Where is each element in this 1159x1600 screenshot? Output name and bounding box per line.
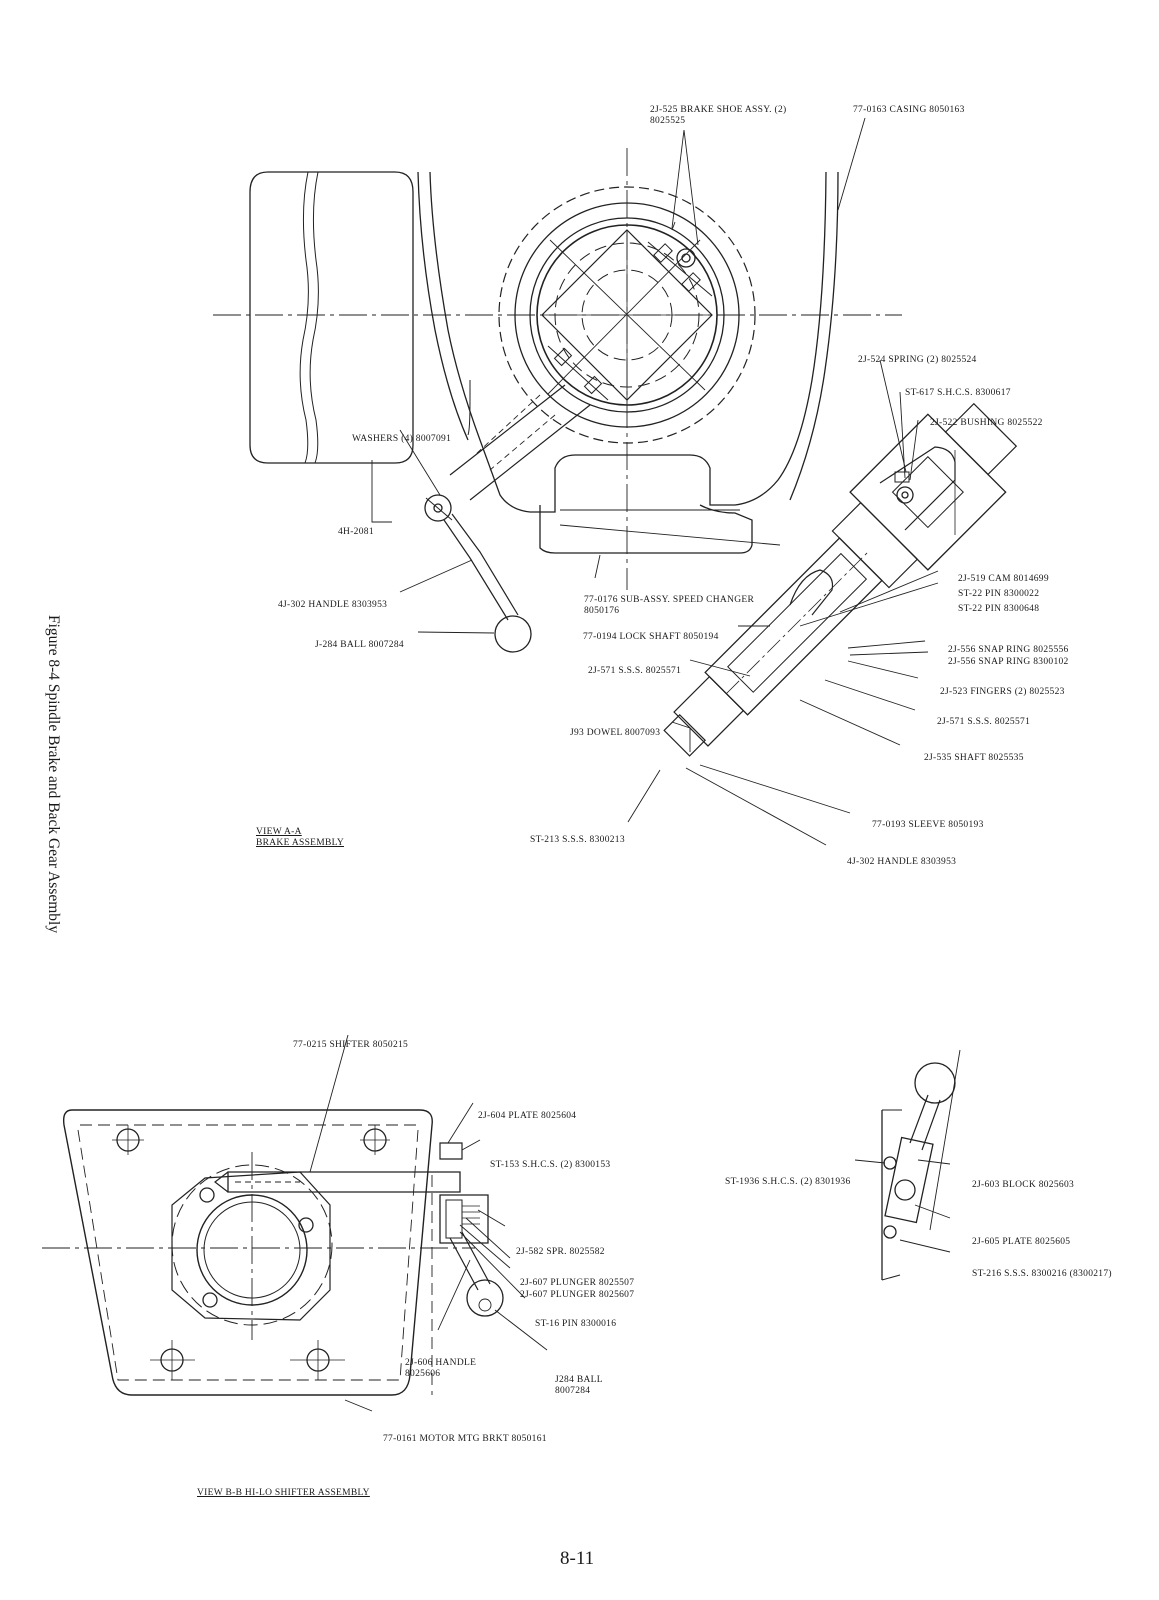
label-sleeve: 77-0193 SLEEVE 8050193 xyxy=(872,820,984,830)
label-st1936: ST-1936 S.H.C.S. (2) 8301936 xyxy=(725,1177,851,1187)
handle-pivot xyxy=(425,495,451,521)
label-sss-left: 2J-571 S.S.S. 8025571 xyxy=(588,666,682,676)
label-handle-606-number: 8025606 xyxy=(405,1369,441,1379)
speed-changer-sub-assy xyxy=(540,505,752,553)
label-ball-j284-number: 8007284 xyxy=(555,1386,591,1396)
label-block-603: 2J-603 BLOCK 8025603 xyxy=(972,1180,1075,1190)
side-block xyxy=(885,1138,933,1223)
label-lock-shaft: 77-0194 LOCK SHAFT 8050194 xyxy=(583,632,719,642)
label-spring: 2J-524 SPRING (2) 8025524 xyxy=(858,355,977,365)
label-4h-2081: 4H-2081 xyxy=(338,527,374,537)
view-a-brake-drawing xyxy=(213,148,1034,782)
motor-mounting-bracket xyxy=(64,1110,433,1395)
label-plate-605: 2J-605 PLATE 8025605 xyxy=(972,1237,1071,1247)
figure-caption: Figure 8-4 Spindle Brake and Back Gear A… xyxy=(45,615,62,934)
plate-604 xyxy=(440,1143,462,1159)
view-b-title: VIEW B-B HI-LO SHIFTER ASSEMBLY xyxy=(197,1488,370,1498)
label-sub-assy-number: 8050176 xyxy=(584,606,620,616)
label-fingers: 2J-523 FINGERS (2) 8025523 xyxy=(940,687,1065,697)
break-line xyxy=(300,172,308,463)
label-motor-brkt: 77-0161 MOTOR MTG BRKT 8050161 xyxy=(383,1434,547,1444)
label-handle-bottom: 4J-302 HANDLE 8303953 xyxy=(847,857,957,867)
handle-ball xyxy=(495,616,531,652)
page-number: 8-11 xyxy=(560,1548,595,1569)
label-snap-ring-2: 2J-556 SNAP RING 8300102 xyxy=(948,657,1069,667)
label-sss-right: 2J-571 S.S.S. 8025571 xyxy=(937,717,1031,727)
brake-shaft-assembly xyxy=(638,386,1034,782)
label-snap-ring-1: 2J-556 SNAP RING 8025556 xyxy=(948,645,1069,655)
label-handle-left: 4J-302 HANDLE 8303953 xyxy=(278,600,388,610)
label-shifter: 77-0215 SHIFTER 8050215 xyxy=(293,1040,409,1050)
label-st216: ST-216 S.S.S. 8300216 (8300217) xyxy=(972,1269,1112,1279)
bushing-block xyxy=(880,447,955,530)
side-handle-ball xyxy=(915,1063,955,1103)
label-st16-pin: ST-16 PIN 8300016 xyxy=(535,1319,617,1329)
label-pin-8300648: ST-22 PIN 8300648 xyxy=(958,604,1040,614)
casing-outline xyxy=(430,172,826,512)
label-st153: ST-153 S.H.C.S. (2) 8300153 xyxy=(490,1160,611,1170)
label-st213: ST-213 S.S.S. 8300213 xyxy=(530,835,625,845)
side-view-block-drawing xyxy=(855,1050,960,1280)
label-cam: 2J-519 CAM 8014699 xyxy=(958,574,1049,584)
label-casing: 77-0163 CASING 8050163 xyxy=(853,105,965,115)
view-b-leader-lines xyxy=(310,1035,547,1411)
label-ball: J-284 BALL 8007284 xyxy=(315,640,404,650)
label-bushing: 2J-522 BUSHING 8025522 xyxy=(930,418,1043,428)
side-handle-rod xyxy=(910,1095,940,1150)
label-dowel: J93 DOWEL 8007093 xyxy=(570,728,661,738)
handle-rod xyxy=(444,514,518,620)
label-pin-8300022: ST-22 PIN 8300022 xyxy=(958,589,1040,599)
pulley-housing xyxy=(250,172,413,463)
view-a-title-line2: BRAKE ASSEMBLY xyxy=(256,838,344,848)
label-plunger-2: 2J-607 PLUNGER 8025607 xyxy=(520,1290,635,1300)
label-shcs-617: ST-617 S.H.C.S. 8300617 xyxy=(905,388,1011,398)
label-washers: WASHERS (4) 8007091 xyxy=(352,434,452,444)
label-handle-606: 2J-606 HANDLE xyxy=(405,1358,477,1368)
view-b-shifter-drawing xyxy=(42,1110,503,1395)
label-plunger-1: 2J-607 PLUNGER 8025507 xyxy=(520,1278,635,1288)
shifter-handle xyxy=(450,1232,490,1290)
label-sub-assy: 77-0176 SUB-ASSY. SPEED CHANGER xyxy=(584,595,755,605)
label-spr: 2J-582 SPR. 8025582 xyxy=(516,1247,605,1257)
brake-lever-arm xyxy=(450,385,590,500)
view-a-title-line1: VIEW A-A xyxy=(256,827,302,837)
plunger-block xyxy=(440,1195,488,1243)
view-a-title: VIEW A-A BRAKE ASSEMBLY xyxy=(256,827,344,849)
shifter-ball xyxy=(467,1280,503,1316)
label-plate-604: 2J-604 PLATE 8025604 xyxy=(478,1111,577,1121)
label-brake-shoe-number: 8025525 xyxy=(650,116,686,126)
brake-shoe-pin xyxy=(677,249,695,267)
label-ball-j284: J284 BALL xyxy=(555,1375,603,1385)
label-shaft: 2J-535 SHAFT 8025535 xyxy=(924,753,1024,763)
view-a-leader-lines xyxy=(372,118,938,845)
shifter-rod xyxy=(228,1172,460,1192)
label-brake-shoe: 2J-525 BRAKE SHOE ASSY. (2) xyxy=(650,105,787,115)
